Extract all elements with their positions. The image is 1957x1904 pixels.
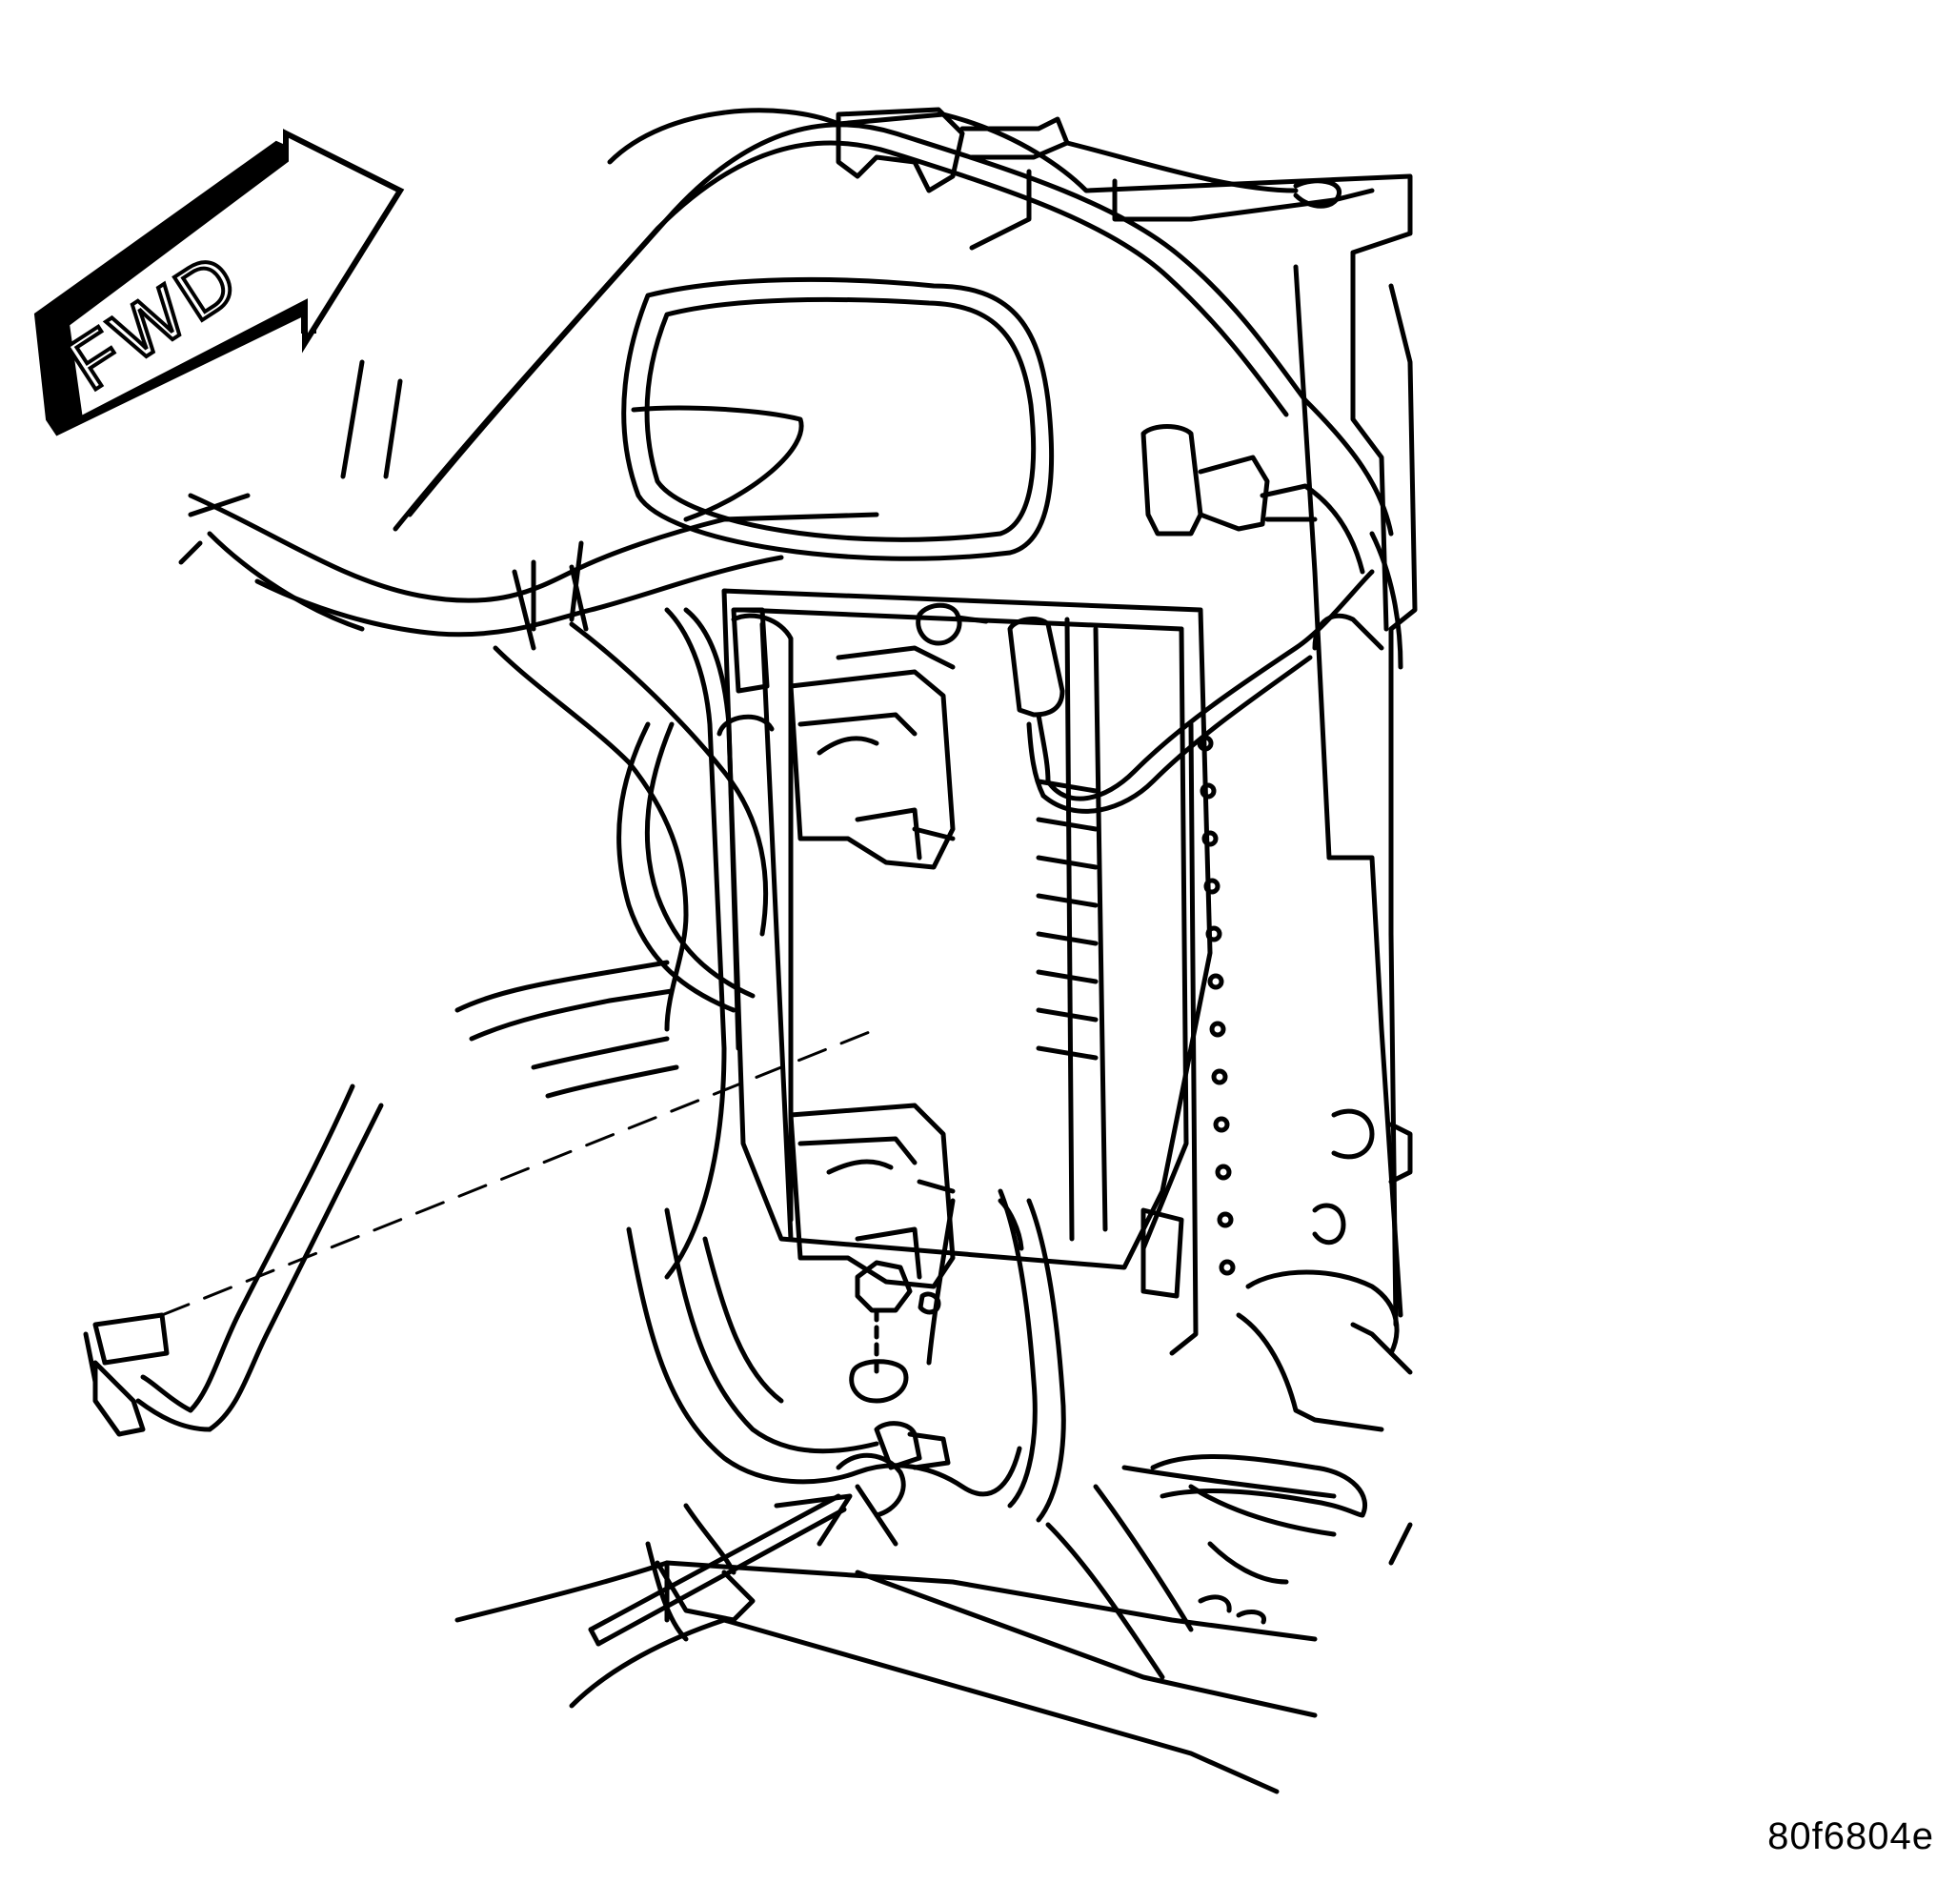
- forward-direction-arrow: FWD: [33, 129, 405, 436]
- figure-id-label: 80f6804e: [1767, 1815, 1934, 1857]
- harness-line-art: [83, 107, 1418, 1794]
